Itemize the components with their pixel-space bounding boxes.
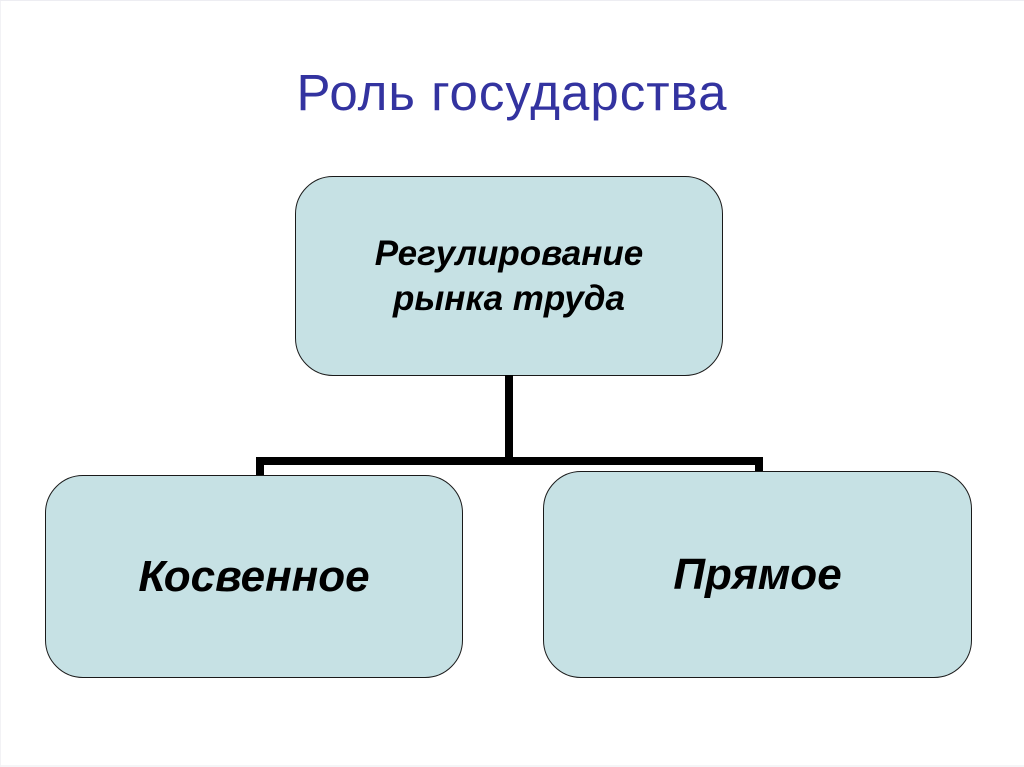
connector-vertical-center — [505, 375, 513, 465]
diagram-node-root: Регулирование рынка труда — [295, 176, 723, 376]
connector-stub-left — [256, 457, 264, 477]
connector-stub-right — [755, 457, 763, 477]
diagram-node-direct: Прямое — [543, 471, 972, 678]
diagram-node-direct-label: Прямое — [673, 549, 842, 599]
connector-horizontal — [256, 457, 763, 465]
diagram-node-indirect: Косвенное — [45, 475, 463, 678]
diagram-node-indirect-label: Косвенное — [138, 551, 370, 601]
diagram-node-root-label: Регулирование рынка труда — [374, 233, 644, 319]
slide-title: Роль государства — [296, 64, 728, 121]
